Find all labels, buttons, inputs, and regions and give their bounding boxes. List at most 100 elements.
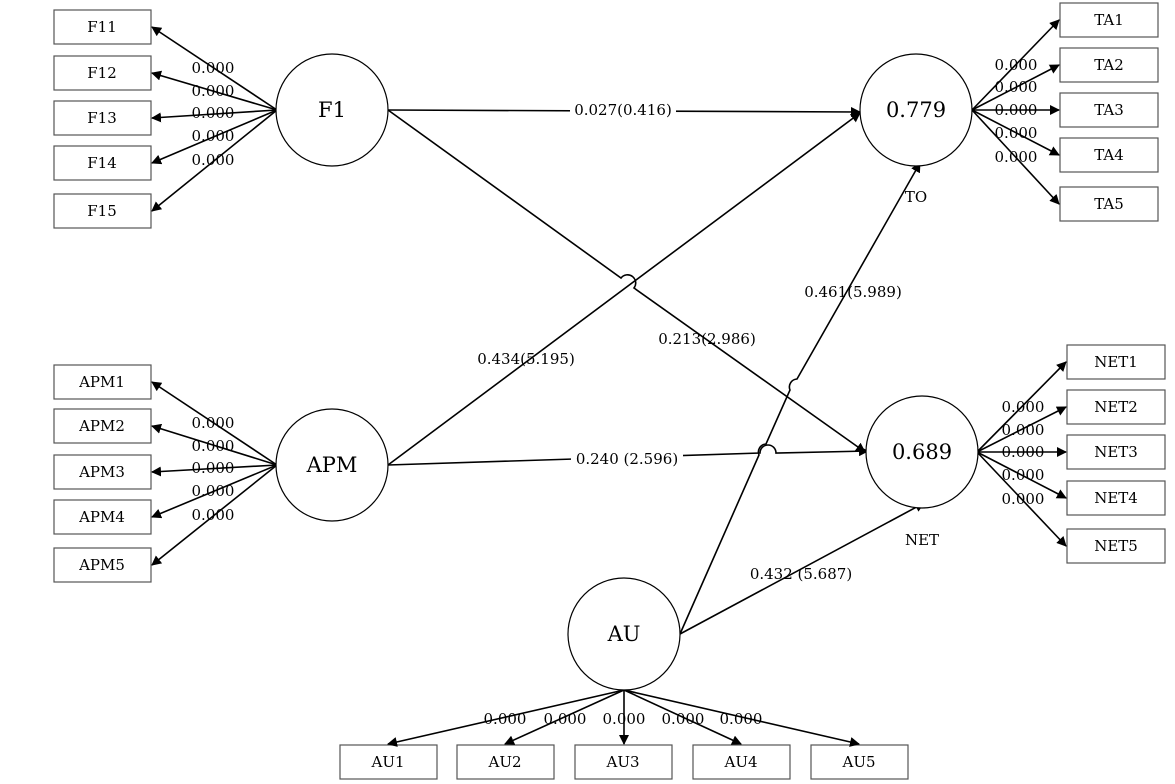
indicator-box-apm2 xyxy=(53,408,152,444)
latent-r2-net: 0.689 xyxy=(892,440,952,464)
path-label-au-to: 0.461(5.989) xyxy=(804,283,902,301)
loading-value-net5: 0.000 xyxy=(1002,490,1045,508)
loading-arrow-net2 xyxy=(976,406,1067,453)
indicator-box-net1 xyxy=(1066,344,1166,380)
loading-value-au5: 0.000 xyxy=(720,710,763,728)
path-label-apm-net: 0.240 (2.596) xyxy=(576,450,678,468)
path-coefficient-labels: 0.027(0.416) 0.213(2.986) 0.434(5.195) 0… xyxy=(477,100,902,583)
indicator-box-ta1 xyxy=(1059,2,1159,38)
loading-value-f15: 0.000 xyxy=(192,151,235,169)
loading-arrow-f11 xyxy=(151,26,278,111)
indicator-box-f14 xyxy=(53,145,152,181)
loading-arrow-ta1 xyxy=(971,19,1060,111)
loading-value-au3: 0.000 xyxy=(603,710,646,728)
loading-value-apm5: 0.000 xyxy=(192,506,235,524)
indicator-label-au2: AU2 xyxy=(487,753,521,771)
loading-value-f12: 0.000 xyxy=(192,82,235,100)
indicator-label-au3: AU3 xyxy=(605,753,639,771)
indicator-box-au5 xyxy=(810,744,909,780)
path-label-bg-apm-net xyxy=(571,449,683,469)
loading-value-f11: 0.000 xyxy=(192,59,235,77)
indicator-box-f13 xyxy=(53,100,152,136)
loading-arrow-apm1 xyxy=(151,381,278,466)
indicator-label-net3: NET3 xyxy=(1094,443,1138,461)
loading-value-net2: 0.000 xyxy=(1002,421,1045,439)
structural-paths xyxy=(387,106,925,635)
loading-arrow-f15 xyxy=(151,109,278,212)
indicator-label-au1: AU1 xyxy=(370,753,404,771)
loading-arrow-net5 xyxy=(976,451,1067,547)
apm-indicators: APM1 APM2 APM3 APM4 APM5 xyxy=(53,364,152,583)
latent-r2-to: 0.779 xyxy=(886,98,946,122)
latent-variables: F1 APM AU 0.779 TO 0.689 NET xyxy=(275,53,979,691)
indicator-box-net5 xyxy=(1066,528,1166,564)
loading-arrow-net4 xyxy=(976,451,1067,499)
loading-arrow-net1 xyxy=(976,361,1067,453)
latent-circle-f1 xyxy=(275,53,389,167)
indicator-label-ta4: TA4 xyxy=(1094,146,1124,164)
path-label-au-net: 0.432 (5.687) xyxy=(750,565,852,583)
f1-indicators: F11 F12 F13 F14 F15 xyxy=(53,9,152,229)
path-label-bg-f1-to xyxy=(570,100,676,120)
indicator-label-au5: AU5 xyxy=(841,753,875,771)
indicator-label-apm2: APM2 xyxy=(78,417,125,435)
loading-value-labels: 0.000 0.000 0.000 0.000 0.000 0.000 0.00… xyxy=(192,56,1045,728)
indicator-label-net1: NET1 xyxy=(1094,353,1138,371)
indicator-label-f12: F12 xyxy=(87,64,117,82)
path-arrow-f1-net xyxy=(387,109,866,453)
indicator-box-net2 xyxy=(1066,389,1166,425)
indicator-box-net4 xyxy=(1066,480,1166,516)
indicator-label-ta5: TA5 xyxy=(1094,195,1124,213)
indicator-box-ta4 xyxy=(1059,137,1159,173)
indicator-box-apm1 xyxy=(53,364,152,400)
indicator-box-net3 xyxy=(1066,434,1166,470)
indicator-label-net2: NET2 xyxy=(1094,398,1138,416)
loading-arrow-f12 xyxy=(151,70,278,111)
au-indicators: AU1 AU2 AU3 AU4 AU5 xyxy=(339,744,909,780)
indicator-label-f14: F14 xyxy=(87,154,117,172)
latent-label-au: AU xyxy=(607,622,641,646)
loading-arrows xyxy=(151,19,1067,747)
path-arrow-apm-net xyxy=(387,444,869,466)
indicator-label-ta3: TA3 xyxy=(1094,101,1124,119)
loading-value-apm2: 0.000 xyxy=(192,437,235,455)
loading-value-net1: 0.000 xyxy=(1002,398,1045,416)
path-arrow-au-to xyxy=(679,162,921,635)
indicator-box-au1 xyxy=(339,744,438,780)
loading-value-apm3: 0.000 xyxy=(192,459,235,477)
path-arrow-au-net xyxy=(679,502,925,635)
loading-value-au1: 0.000 xyxy=(484,710,527,728)
loading-arrow-f13 xyxy=(151,109,278,123)
loading-value-ta1: 0.000 xyxy=(995,56,1038,74)
loading-arrow-apm5 xyxy=(151,464,278,566)
path-label-apm-to: 0.434(5.195) xyxy=(477,350,575,368)
latent-label-apm: APM xyxy=(306,453,358,477)
loading-value-ta3: 0.000 xyxy=(995,101,1038,119)
indicator-label-apm1: APM1 xyxy=(78,373,125,391)
loading-arrow-au1 xyxy=(387,689,625,747)
net-indicators: NET1 NET2 NET3 NET4 NET5 xyxy=(1066,344,1166,564)
loading-value-ta2: 0.000 xyxy=(995,78,1038,96)
indicator-label-ta1: TA1 xyxy=(1094,11,1124,29)
indicator-box-ta5 xyxy=(1059,186,1159,222)
loading-arrow-apm4 xyxy=(151,464,278,519)
loading-arrow-ta4 xyxy=(971,109,1060,156)
path-arrow-apm-to xyxy=(387,112,861,466)
indicator-box-au4 xyxy=(692,744,791,780)
loading-value-net4: 0.000 xyxy=(1002,466,1045,484)
loading-value-ta5: 0.000 xyxy=(995,148,1038,166)
loading-value-f13: 0.000 xyxy=(192,104,235,122)
loading-arrow-au2 xyxy=(504,689,625,745)
loading-value-apm1: 0.000 xyxy=(192,414,235,432)
indicator-box-apm5 xyxy=(53,547,152,583)
loading-arrow-f14 xyxy=(151,109,278,165)
loading-value-au4: 0.000 xyxy=(662,710,705,728)
to-indicators: TA1 TA2 TA3 TA4 TA5 xyxy=(1059,2,1159,222)
indicator-label-net4: NET4 xyxy=(1094,489,1138,507)
indicator-label-f15: F15 xyxy=(87,202,117,220)
latent-label-f1: F1 xyxy=(318,98,346,122)
indicator-label-f11: F11 xyxy=(87,18,117,36)
loading-value-apm4: 0.000 xyxy=(192,482,235,500)
indicator-box-au2 xyxy=(456,744,555,780)
